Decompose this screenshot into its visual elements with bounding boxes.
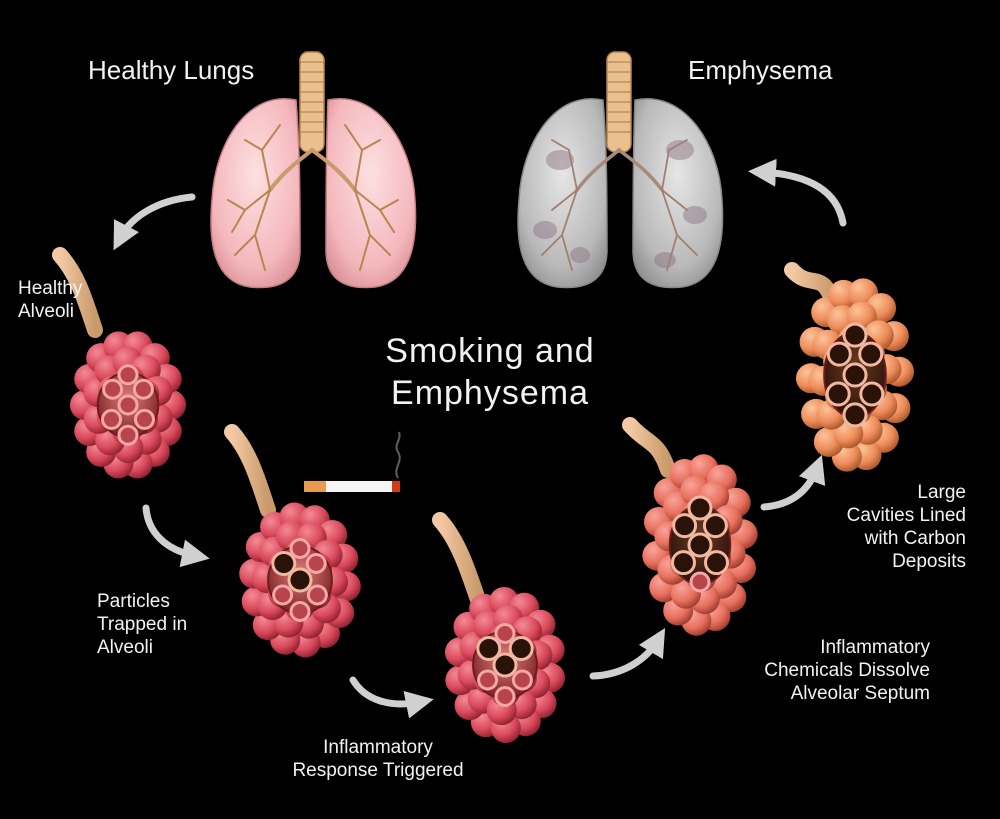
- curved-arrow-icon: [349, 676, 434, 719]
- cigarette-icon: [304, 431, 401, 492]
- curved-arrow-icon: [589, 627, 666, 680]
- alveoli-cluster-inflamed: [432, 512, 565, 743]
- alveoli-cluster-healthy: [52, 247, 186, 479]
- curved-arrow-icon: [113, 193, 196, 251]
- alveoli-cluster-cavities: [784, 262, 914, 472]
- label-large-cavities: Large Cavities Lined with Carbon Deposit…: [846, 482, 966, 572]
- alveoli-clusters: [52, 247, 914, 743]
- label-particles-trapped: Particles Trapped in Alveoli: [97, 591, 188, 658]
- curved-arrow-icon: [142, 504, 210, 568]
- diagram-title: Smoking and Emphysema: [385, 332, 595, 412]
- curved-arrow-icon: [748, 158, 847, 227]
- emphysema-lungs-illustration: [517, 51, 724, 289]
- label-healthy-alveoli: Healthy Alveoli: [18, 278, 83, 322]
- emphysema-heading: Emphysema: [688, 55, 833, 85]
- curved-arrow-icon: [760, 454, 826, 511]
- cycle-arrows: [113, 158, 847, 719]
- healthy-lungs-heading: Healthy Lungs: [88, 55, 255, 85]
- alveoli-cluster-particles: [224, 424, 361, 658]
- alveoli-cluster-dissolving: [622, 417, 758, 636]
- label-inflammatory-response: Inflammatory Response Triggered: [292, 737, 464, 781]
- healthy-lungs-illustration: [210, 51, 417, 289]
- label-chemicals-dissolve: Inflammatory Chemicals Dissolve Alveolar…: [764, 637, 930, 704]
